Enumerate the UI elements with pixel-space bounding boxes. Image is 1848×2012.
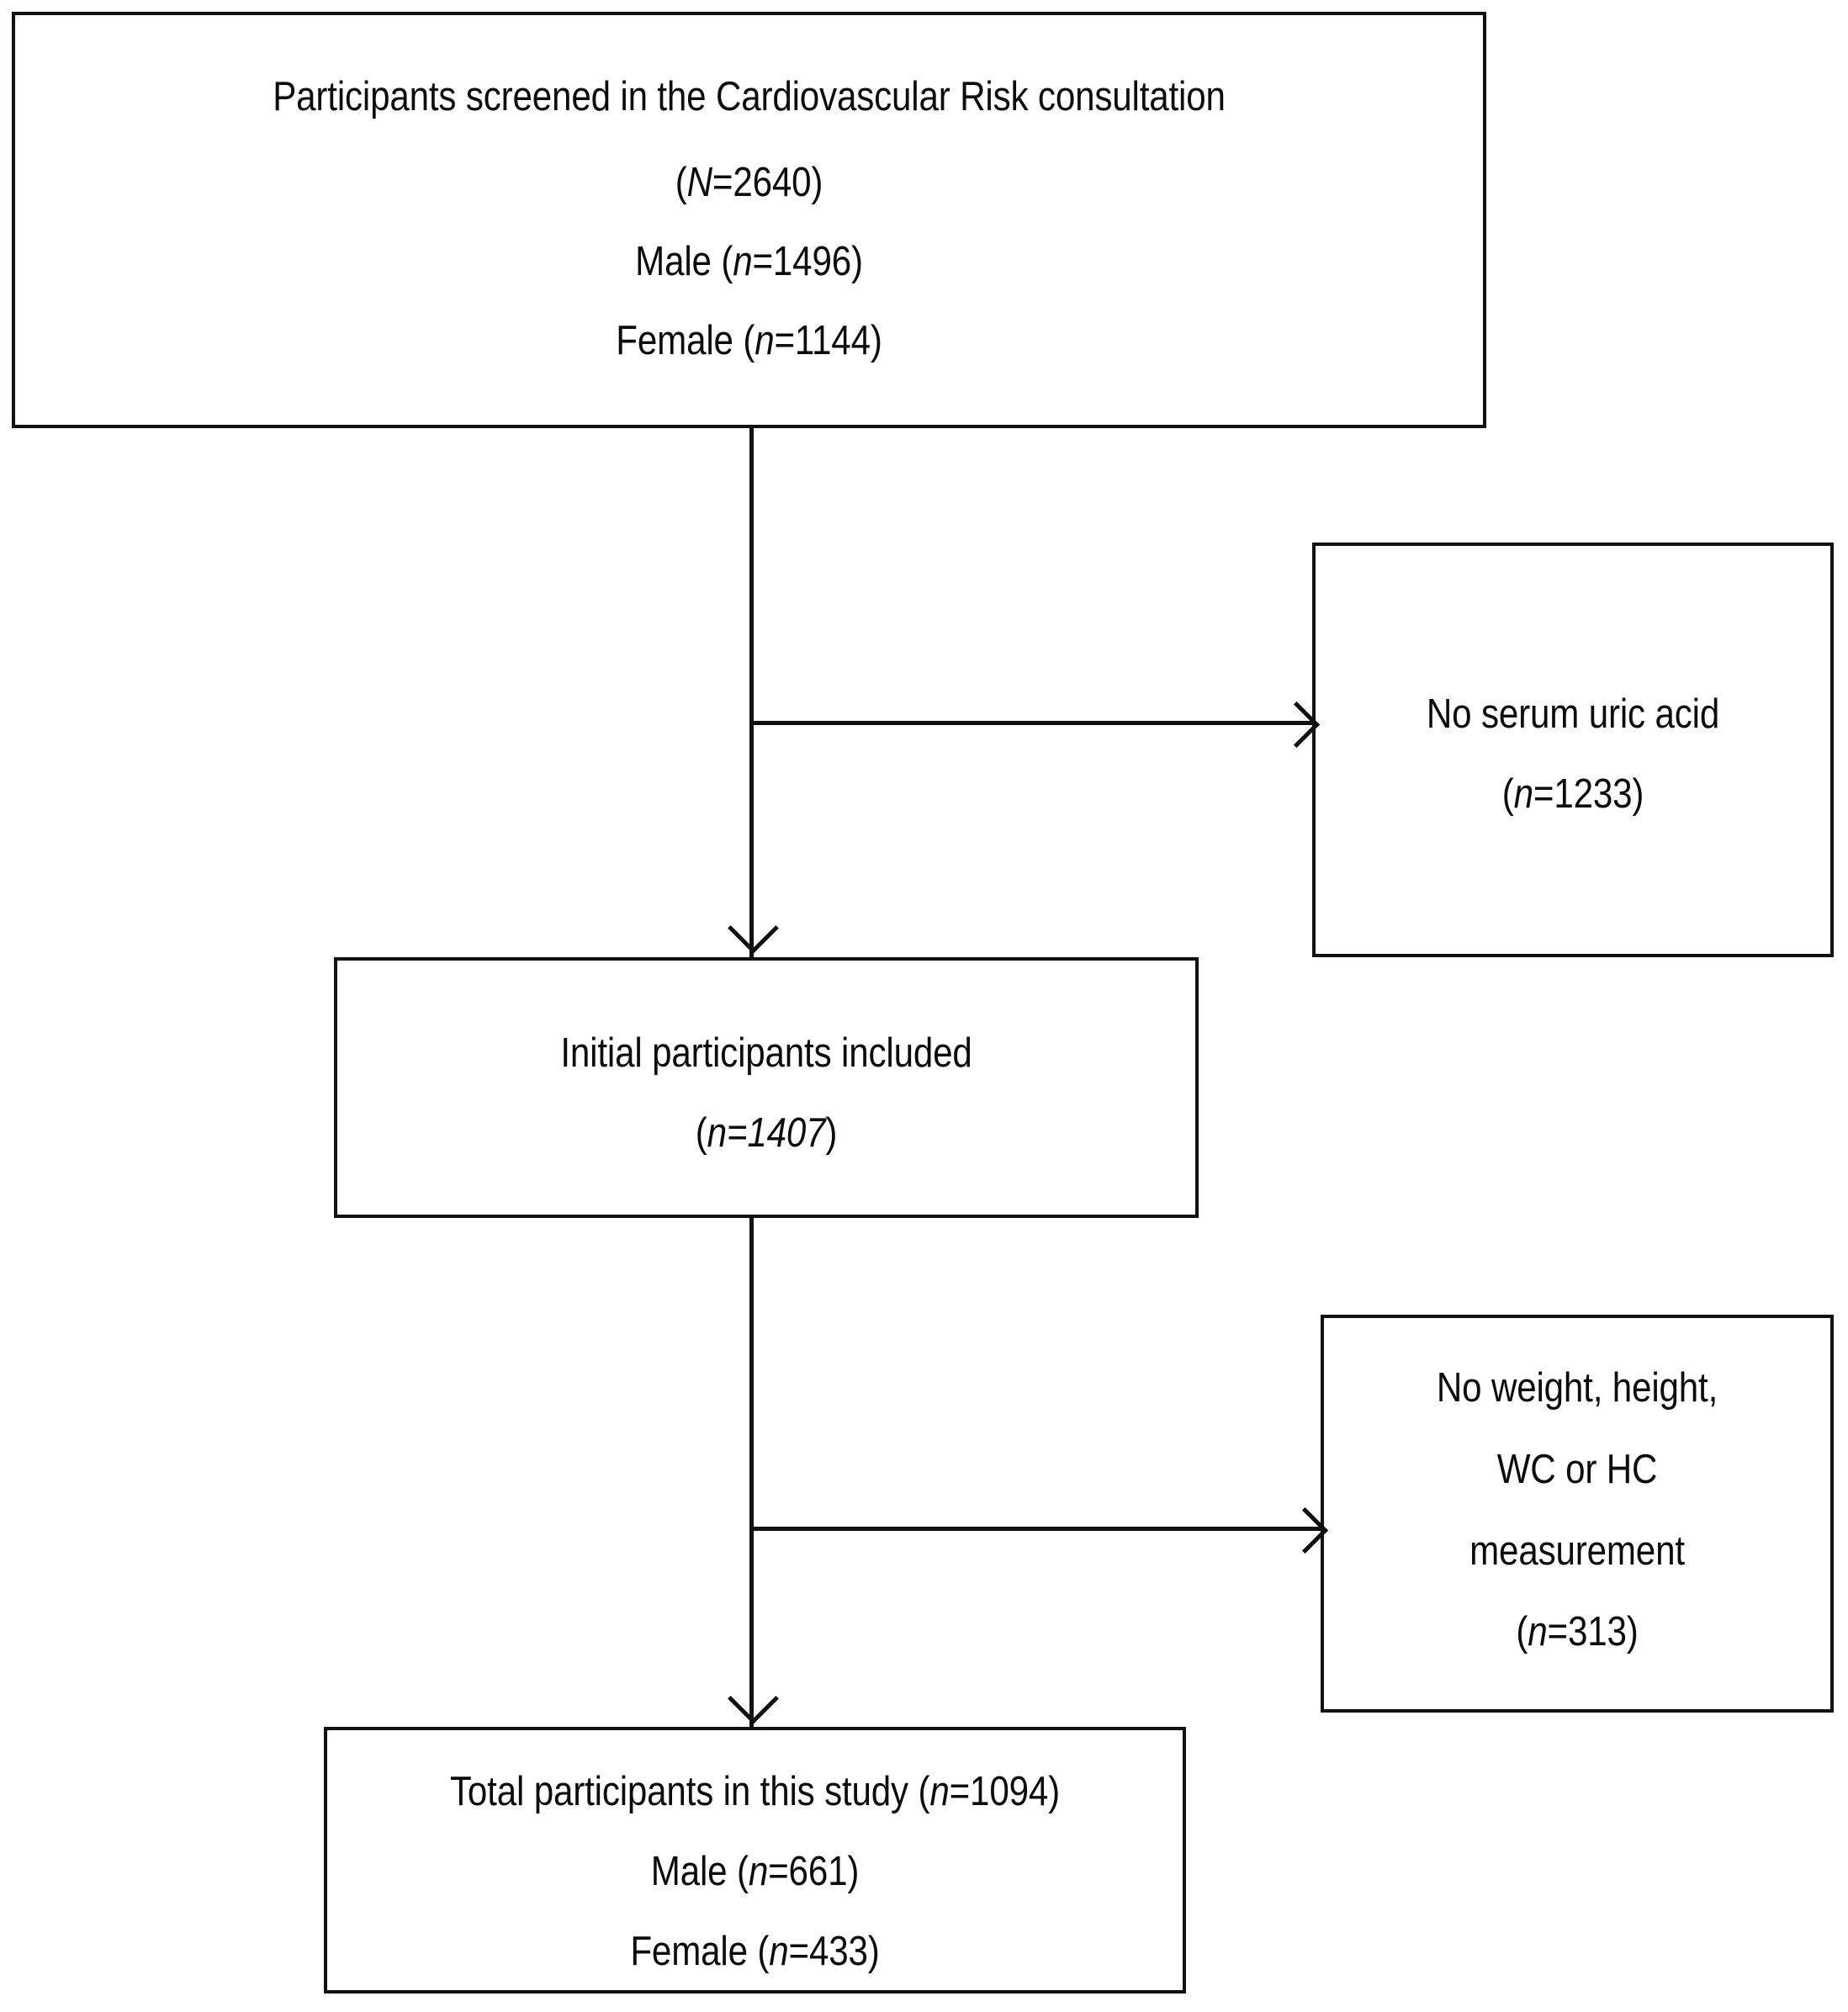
- value: =1094): [949, 1769, 1061, 1814]
- value: =1144): [774, 318, 882, 363]
- no-uric-acid-line-1: No serum uric acid: [1426, 691, 1720, 737]
- initial-participants-included-box: Initial participants included (n=1407): [334, 957, 1199, 1218]
- paren-open: (: [1501, 771, 1514, 817]
- initial-included-line-1: Initial participants included: [560, 1030, 972, 1076]
- connector-initial-to-no-measurement: [749, 1527, 1323, 1531]
- italic-n: n: [1513, 771, 1533, 817]
- paren-open: (: [675, 160, 687, 205]
- italic-n: n: [748, 1849, 769, 1894]
- connector-screened-to-no-uric-acid: [749, 721, 1315, 725]
- paren-open: (: [1516, 1609, 1528, 1655]
- label: Male (: [635, 239, 733, 284]
- total-participants-line-2: Male (n=661): [387, 1849, 1123, 1894]
- total-participants-line-1: Total participants in this study (n=1094…: [387, 1769, 1123, 1814]
- value: =313): [1547, 1609, 1639, 1655]
- screened-line-1: Participants screened in the Cardiovascu…: [273, 74, 1226, 119]
- screened-line-4: Female (n=1144): [118, 318, 1380, 363]
- label: Female (: [616, 318, 755, 363]
- arrowhead-screened-to-initial-icon: [728, 903, 779, 954]
- no-measurement-box: No weight, height, WC or HC measurement …: [1321, 1315, 1834, 1713]
- label: Female (: [630, 1929, 770, 1974]
- screened-box: Participants screened in the Cardiovascu…: [12, 12, 1486, 428]
- screened-line-2: (N=2640): [118, 161, 1380, 204]
- paren-close: ): [825, 1110, 838, 1156]
- paren-open: (: [695, 1110, 707, 1156]
- initial-included-line-2: (n=1407): [397, 1110, 1135, 1156]
- italic-n: n: [929, 1769, 950, 1814]
- italic-n: n: [733, 239, 753, 284]
- italic-n-value: n=1407: [707, 1110, 826, 1156]
- italic-n: n: [1528, 1609, 1548, 1655]
- no-measurement-line-2: WC or HC: [1496, 1447, 1658, 1492]
- italic-n: n: [769, 1929, 789, 1974]
- total-participants-box: Total participants in this study (n=1094…: [324, 1727, 1186, 1993]
- value: =2640): [712, 160, 823, 205]
- value: =1233): [1533, 771, 1644, 817]
- value: =661): [768, 1849, 860, 1894]
- no-measurement-line-1: No weight, height,: [1436, 1365, 1718, 1411]
- connector-initial-to-total: [749, 1218, 754, 1729]
- italic-n: N: [686, 160, 712, 205]
- no-measurement-line-4: (n=313): [1359, 1609, 1795, 1655]
- value: =433): [788, 1929, 880, 1974]
- italic-n: n: [755, 318, 775, 363]
- total-participants-line-3: Female (n=433): [387, 1930, 1123, 1973]
- value: =1496): [752, 239, 863, 284]
- screened-line-3: Male (n=1496): [118, 239, 1380, 284]
- no-measurement-line-3: measurement: [1469, 1528, 1685, 1574]
- label: Total participants in this study (: [450, 1769, 930, 1814]
- connector-screened-to-initial: [749, 428, 754, 958]
- label: Male (: [650, 1849, 749, 1894]
- no-serum-uric-acid-box: No serum uric acid (n=1233): [1312, 543, 1834, 957]
- arrowhead-initial-to-total-icon: [728, 1673, 779, 1724]
- no-uric-acid-line-2: (n=1233): [1352, 771, 1794, 817]
